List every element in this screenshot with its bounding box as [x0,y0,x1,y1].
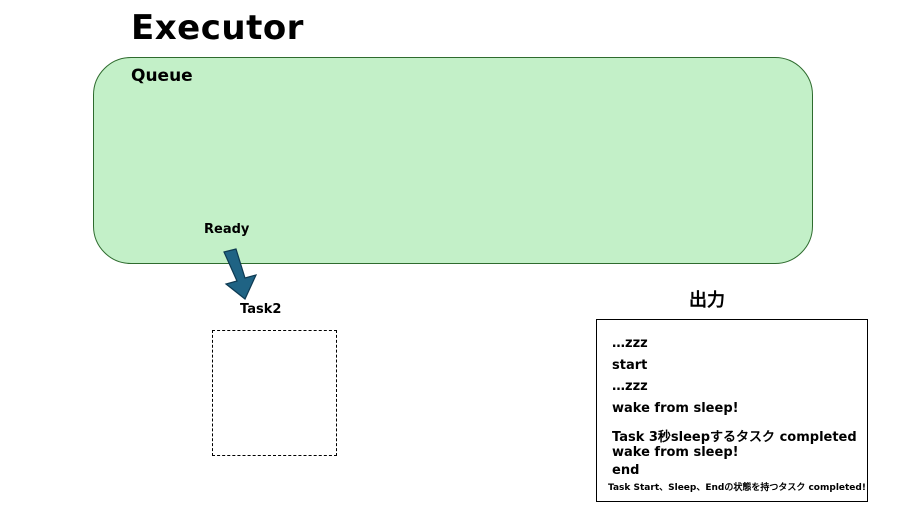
queue-label: Queue [131,66,193,86]
output-line: …zzz [612,379,648,394]
ready-arrow-icon [223,248,258,300]
task-slot [212,330,337,456]
ready-label: Ready [204,222,250,237]
output-line: end [612,463,640,478]
output-line: …zzz [612,336,648,351]
task-label: Task2 [240,302,282,317]
output-line: wake from sleep! [612,445,739,460]
output-line: Task 3秒sleepするタスク completed [612,430,857,445]
diagram-title: Executor [131,8,304,48]
output-line: Task Start、Sleep、Endの状態を持つタスク completed! [608,483,866,493]
queue-container [93,57,813,264]
output-line: wake from sleep! [612,401,739,416]
output-line: start [612,358,648,373]
output-title: 出力 [689,290,725,311]
output-panel: …zzz start …zzz wake from sleep! Task 3秒… [596,319,868,502]
arrow-shape [223,248,258,300]
